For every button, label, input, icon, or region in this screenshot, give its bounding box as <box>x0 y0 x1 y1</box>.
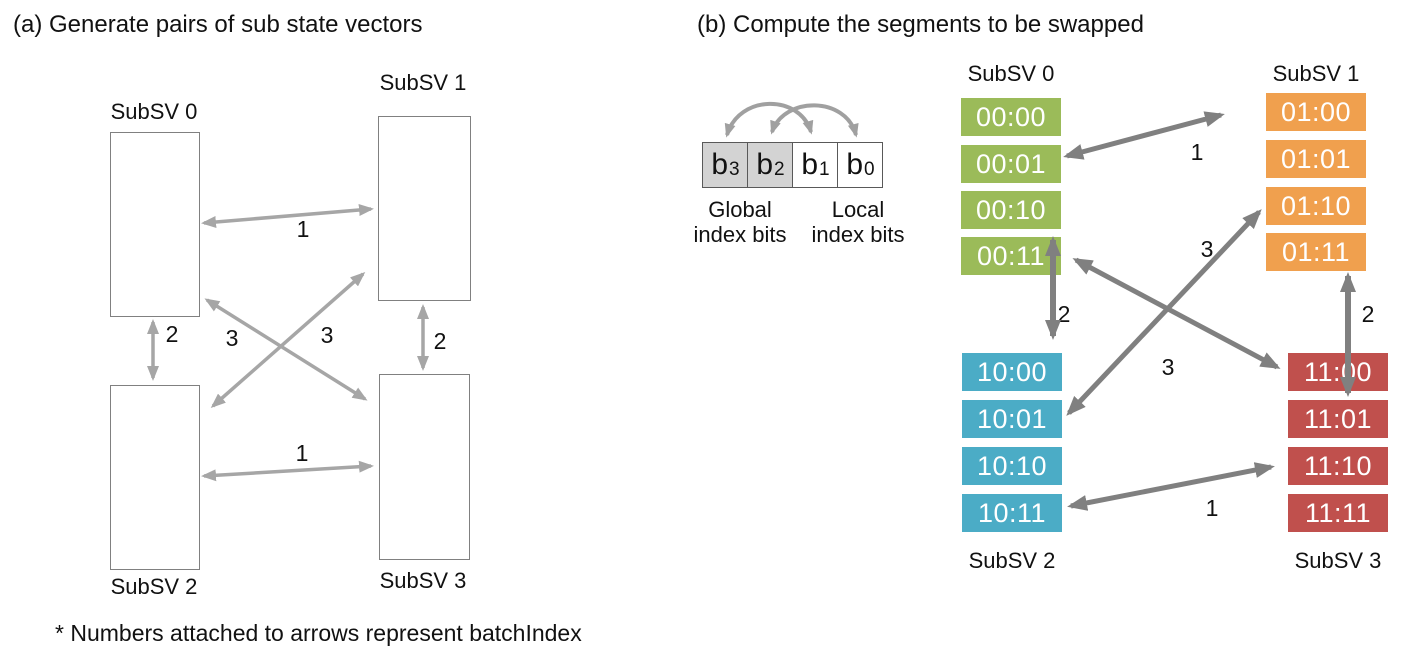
batch-index-label-a2-left: 2 <box>165 321 179 347</box>
local-index-bits-label: Local index bits <box>811 197 905 248</box>
segment-cell: 01:00 <box>1266 93 1366 131</box>
arrow-b-batch3-0011-1100 <box>1072 257 1281 370</box>
batch-index-label-b2-left: 2 <box>1057 301 1071 327</box>
panel-b-title: (b) Compute the segments to be swapped <box>697 11 1144 38</box>
footnote: * Numbers attached to arrows represent b… <box>55 620 582 646</box>
segment-cell: 01:11 <box>1266 233 1366 271</box>
column-header-subsv3: SubSV 3 <box>1294 548 1382 573</box>
batch-index-label-b3-lower: 3 <box>1161 354 1175 380</box>
segment-cell: 00:11 <box>961 237 1061 275</box>
panel-a-title: (a) Generate pairs of sub state vectors <box>13 11 423 38</box>
arrow-b-batch3-1001-0110 <box>1066 209 1262 416</box>
bit-base: b <box>846 148 864 181</box>
segment-cell: 00:01 <box>961 145 1061 183</box>
batch-index-label-b3-upper: 3 <box>1200 236 1214 262</box>
segment-cell: 11:10 <box>1288 447 1388 485</box>
arc-swap-b3-b1 <box>724 101 814 138</box>
batch-index-label-a1-bottom: 1 <box>295 440 309 466</box>
segment-cell: 00:10 <box>961 191 1061 229</box>
bit-base: b <box>801 148 819 181</box>
global-index-bits-label: Global index bits <box>693 197 787 248</box>
subsv-0-label: SubSV 0 <box>110 99 198 124</box>
subsv-2-label: SubSV 2 <box>110 574 198 599</box>
batch-index-label-b1-top: 1 <box>1190 139 1204 165</box>
batch-index-label-a1-top: 1 <box>296 216 310 242</box>
subsv-3-label: SubSV 3 <box>379 568 467 593</box>
column-header-subsv1: SubSV 1 <box>1272 61 1360 86</box>
subsv-2-box <box>110 385 200 570</box>
arrow-b-batch1-bottom <box>1067 462 1275 511</box>
batch-index-label-b1-bottom: 1 <box>1205 495 1219 521</box>
bit-base: b <box>756 148 774 181</box>
segment-cell: 10:00 <box>962 353 1062 391</box>
batch-index-label-b2-right: 2 <box>1361 301 1375 327</box>
segment-cell: 11:01 <box>1288 400 1388 438</box>
segment-cell: 01:01 <box>1266 140 1366 178</box>
arc-swap-b2-b0 <box>770 103 859 138</box>
subsv-3-box <box>379 374 470 560</box>
segment-cell: 11:11 <box>1288 494 1388 532</box>
subsv-0-box <box>110 132 200 317</box>
arrow-a-batch1-top <box>201 204 374 228</box>
batch-index-label-a2-right: 2 <box>433 328 447 354</box>
bit-base: b <box>711 148 729 181</box>
batch-index-label-a3-left: 3 <box>225 325 239 351</box>
arrow-a-batch1-bottom <box>201 460 374 482</box>
segment-cell: 01:10 <box>1266 187 1366 225</box>
column-header-subsv2: SubSV 2 <box>968 548 1056 573</box>
segment-cell: 10:10 <box>962 447 1062 485</box>
subsv-1-box <box>378 116 471 301</box>
subsv-1-label: SubSV 1 <box>379 70 467 95</box>
segment-cell: 00:00 <box>961 98 1061 136</box>
segment-cell: 10:01 <box>962 400 1062 438</box>
batch-index-label-a3-right: 3 <box>320 322 334 348</box>
segment-cell: 10:11 <box>962 494 1062 532</box>
column-header-subsv0: SubSV 0 <box>967 61 1055 86</box>
segment-cell: 11:00 <box>1288 353 1388 391</box>
